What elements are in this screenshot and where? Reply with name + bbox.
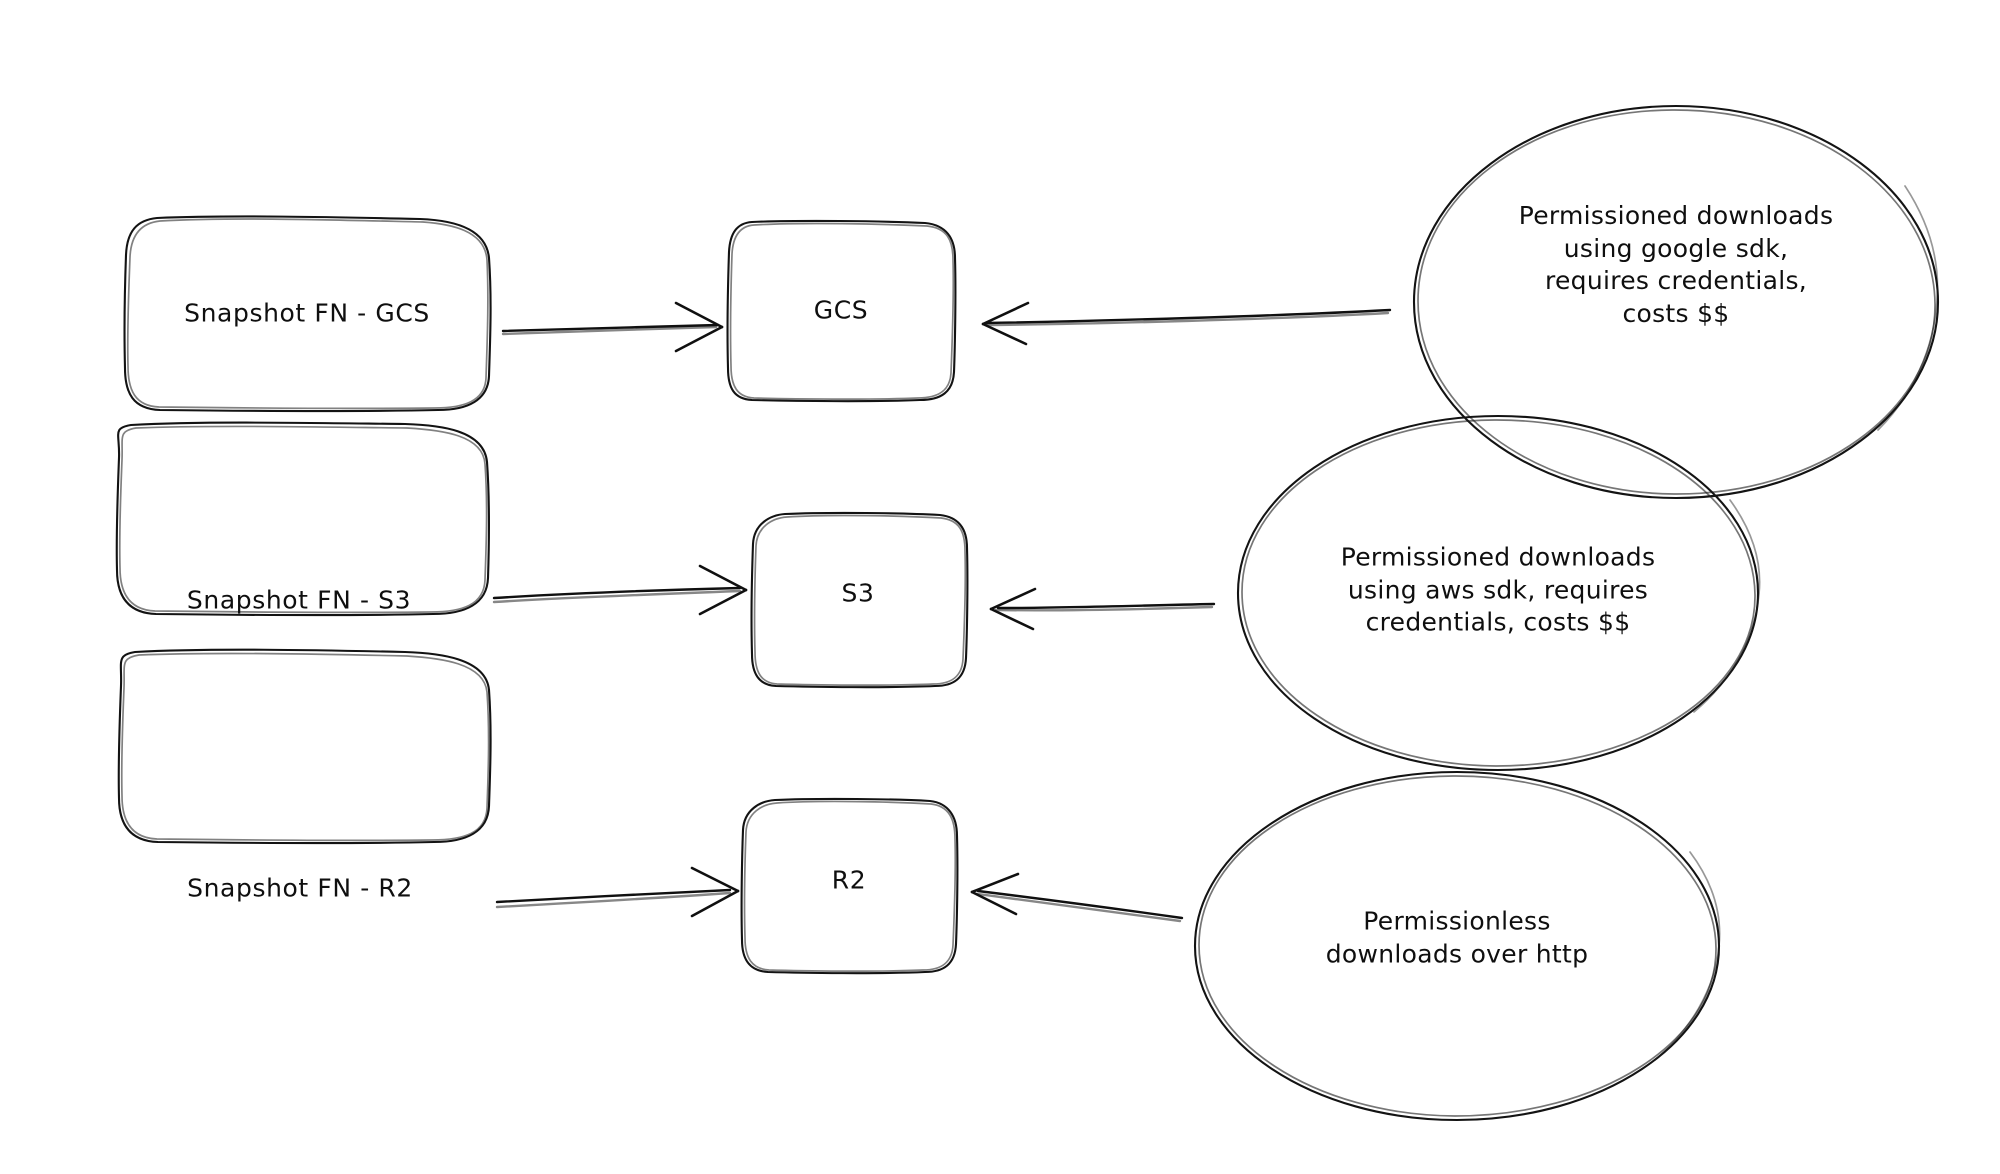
node-label-snapshot-fn-s3: Snapshot FN - S3: [186, 585, 412, 615]
node-label-snapshot-fn-gcs: Snapshot FN - GCS: [184, 298, 430, 328]
node-label-s3: S3: [841, 578, 875, 608]
edge-snapshot-r2-to-r2: [495, 866, 740, 918]
edge-note-gcs-to-gcs: [981, 301, 1392, 346]
node-r2-shape[interactable]: [740, 797, 959, 975]
note-gcs-ellipse-shape[interactable]: [1412, 104, 1940, 500]
node-snapshot-fn-gcs-shape[interactable]: [123, 215, 492, 413]
edge-snapshot-gcs-to-gcs: [501, 301, 724, 353]
node-label-gcs: GCS: [813, 295, 869, 325]
edge-snapshot-s3-to-s3: [492, 564, 748, 616]
note-s3-ellipse-shape[interactable]: [1236, 414, 1761, 772]
note-r2-ellipse-shape[interactable]: [1193, 770, 1721, 1122]
node-snapshot-fn-s3-shape[interactable]: [115, 421, 491, 617]
node-gcs-shape[interactable]: [726, 219, 957, 403]
node-snapshot-fn-r2-shape[interactable]: [117, 648, 492, 845]
node-s3-shape[interactable]: [750, 511, 969, 689]
edge-note-s3-to-s3: [989, 587, 1216, 631]
edge-note-r2-to-r2: [970, 872, 1184, 923]
node-label-snapshot-fn-r2: Snapshot FN - R2: [187, 873, 413, 903]
note-label-gcs: Permissioned downloads using google sdk,…: [1518, 201, 1834, 328]
note-label-r2: Permissionless downloads over http: [1325, 906, 1589, 969]
node-label-r2: R2: [831, 865, 867, 895]
note-label-s3: Permissioned downloads using aws sdk, re…: [1340, 542, 1656, 637]
